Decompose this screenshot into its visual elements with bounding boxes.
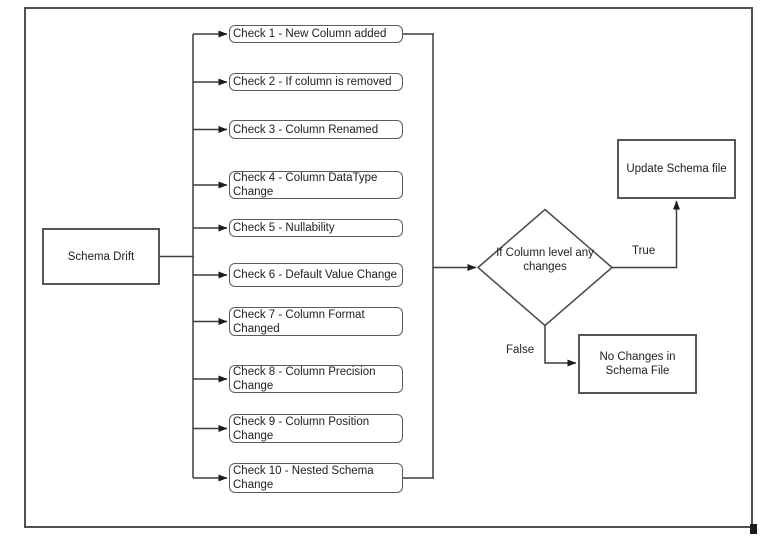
check-10-node: Check 10 - Nested Schema Change [229, 463, 403, 493]
true-branch-connector [612, 200, 680, 269]
check-7-node: Check 7 - Column Format Changed [229, 307, 403, 336]
check-3-node: Check 3 - Column Renamed [229, 120, 403, 139]
check-5-node: Check 5 - Nullability [229, 219, 403, 237]
false-edge-label: False [506, 344, 535, 356]
decision-label: If Column level any changes [496, 247, 594, 273]
check-8-node: Check 8 - Column Precision Change [229, 365, 403, 393]
diagram-border [24, 7, 753, 528]
no-changes-node: No Changes in Schema File [578, 334, 697, 394]
false-branch-connector [544, 325, 577, 367]
check-1-node: Check 1 - New Column added [229, 25, 403, 43]
frame-corner-mark [750, 524, 757, 534]
update-schema-file-node: Update Schema file [617, 139, 736, 199]
check-4-node: Check 4 - Column DataType Change [229, 171, 403, 199]
check-6-node: Check 6 - Default Value Change [229, 263, 403, 287]
check-2-node: Check 2 - If column is removed [229, 73, 403, 91]
check-9-node: Check 9 - Column Position Change [229, 414, 403, 443]
true-edge-label: True [632, 245, 656, 257]
schema-drift-node: Schema Drift [42, 228, 160, 285]
